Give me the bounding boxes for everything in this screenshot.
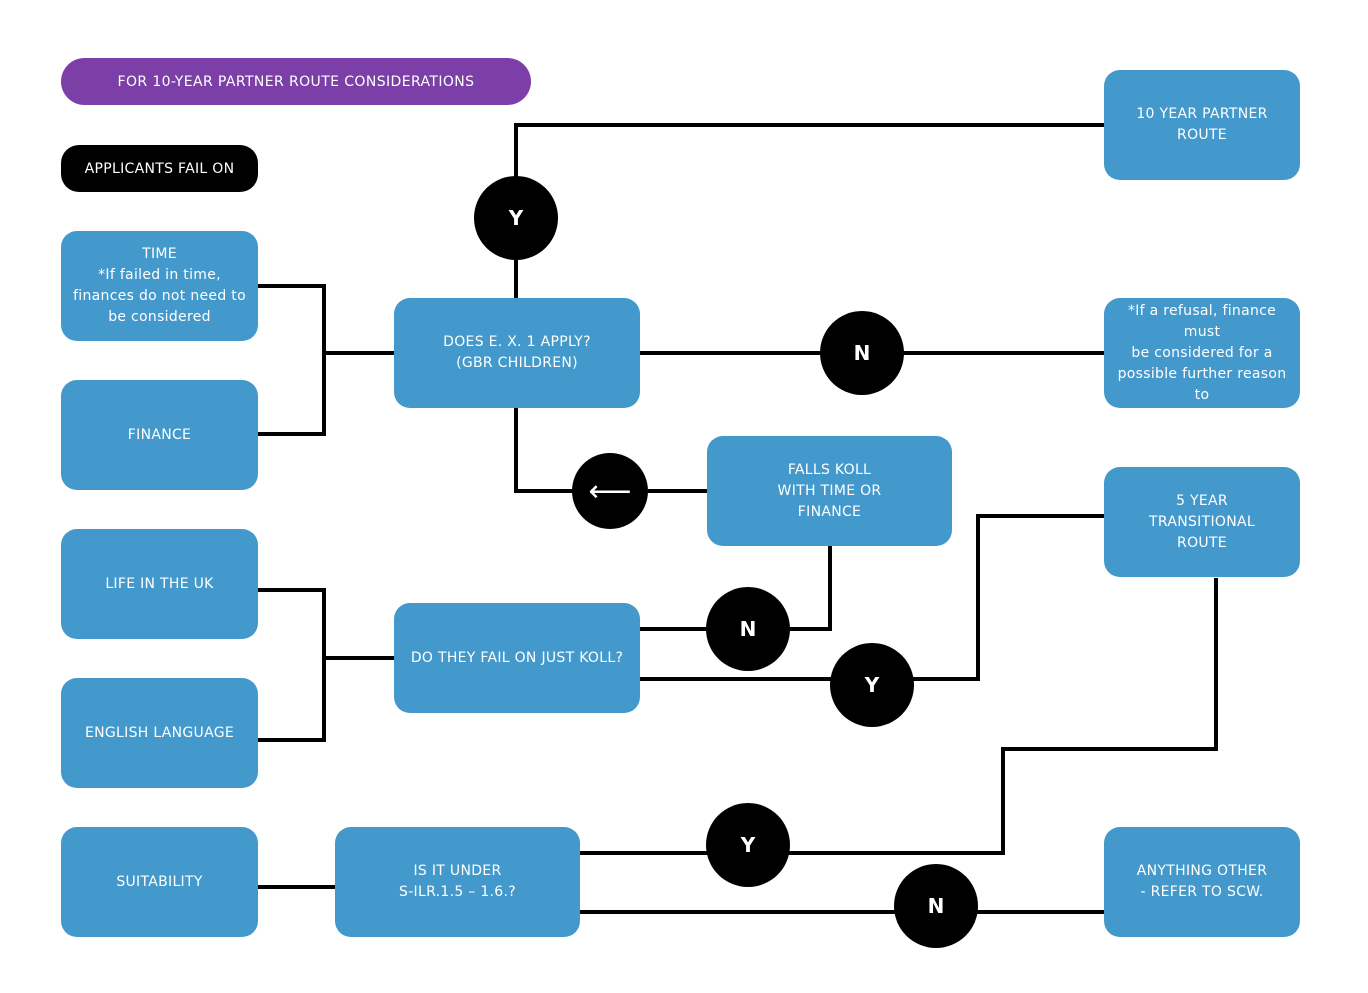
- time-note-3: be considered: [108, 309, 211, 325]
- time-note-1: *If failed in time,: [98, 267, 221, 283]
- five-year-line-1: 5 YEAR: [1176, 492, 1228, 509]
- other-line-1: ANYTHING OTHER: [1136, 863, 1268, 879]
- box-ex1-question: DOES E. X. 1 APPLY? (GBR CHILDREN): [394, 298, 640, 408]
- decision-ex1-yes: Y: [474, 176, 558, 260]
- time-label: TIME: [142, 246, 177, 262]
- falls-koll-line-1: FALLS KOLL: [787, 461, 872, 478]
- connector-fallskoll-n: [640, 546, 832, 631]
- decision-silr-yes: Y: [706, 803, 790, 887]
- box-five-year-route: 5 YEAR TRANSITIONAL ROUTE: [1104, 467, 1300, 577]
- koll-label: DO THEY FAIL ON JUST KOLL?: [410, 649, 624, 666]
- decision-silr-yes-label: Y: [740, 833, 756, 857]
- decision-ex1-yes-label: Y: [508, 206, 524, 230]
- box-ten-year-route: 10 YEAR PARTNER ROUTE: [1104, 70, 1300, 180]
- ex1-line-1: DOES E. X. 1 APPLY?: [443, 334, 591, 350]
- box-refusal: REFUSAL *If a refusal, finance must be c…: [1104, 282, 1300, 424]
- subtitle-pill: APPLICANTS FAIL ON: [61, 145, 258, 192]
- box-anything-other: ANYTHING OTHER - REFER TO SCW.: [1104, 827, 1300, 937]
- decision-ex1-no-label: N: [853, 341, 871, 365]
- box-time: TIME *If failed in time, finances do not…: [61, 231, 258, 341]
- decision-ex1-no: N: [820, 311, 904, 395]
- refusal-line-4: possible further reason to: [1117, 365, 1287, 403]
- five-year-line-3: ROUTE: [1177, 534, 1227, 551]
- connector-silr-yes: [580, 578, 1218, 855]
- connector-koll-yes: [640, 514, 1104, 681]
- box-english-language: ENGLISH LANGUAGE: [61, 678, 258, 788]
- refusal-line-5: refused.: [1172, 407, 1232, 424]
- suitability-label: SUITABILITY: [116, 873, 203, 890]
- connector-life-english: [258, 588, 326, 742]
- title-pill: FOR 10-YEAR PARTNER ROUTE CONSIDERATIONS: [61, 58, 531, 105]
- box-finance: FINANCE: [61, 380, 258, 490]
- refusal-line-2: *If a refusal, finance must: [1127, 302, 1277, 340]
- box-life-in-uk: LIFE IN THE UK: [61, 529, 258, 639]
- ex1-line-2: (GBR CHILDREN): [456, 355, 578, 371]
- finance-label: FINANCE: [127, 426, 192, 443]
- life-in-uk-label: LIFE IN THE UK: [105, 575, 214, 592]
- five-year-line-2: TRANSITIONAL: [1149, 513, 1255, 530]
- time-note-2: finances do not need to: [73, 288, 246, 304]
- box-falls-koll: FALLS KOLL WITH TIME OR FINANCE: [707, 436, 952, 546]
- box-suitability: SUITABILITY: [61, 827, 258, 937]
- decision-koll-no-label: N: [739, 617, 757, 641]
- decision-silr-no: N: [894, 864, 978, 948]
- connector-ex1-yes: [514, 123, 1104, 298]
- connector-time-finance: [258, 284, 326, 436]
- ten-year-line-1: 10 YEAR PARTNER: [1136, 106, 1268, 122]
- title-text: FOR 10-YEAR PARTNER ROUTE CONSIDERATIONS: [117, 73, 475, 90]
- decision-koll-yes: Y: [830, 643, 914, 727]
- english-language-label: ENGLISH LANGUAGE: [84, 724, 235, 741]
- falls-koll-line-2: WITH TIME OR: [777, 482, 882, 499]
- subtitle-text: APPLICANTS FAIL ON: [84, 160, 235, 177]
- decision-silr-no-label: N: [927, 894, 945, 918]
- refusal-line-3: be considered for a: [1131, 344, 1273, 361]
- box-silr-question: IS IT UNDER S-ILR.1.5 – 1.6.?: [335, 827, 580, 937]
- silr-line-1: IS IT UNDER: [413, 863, 502, 879]
- back-arrow-icon: ⟵: [588, 473, 632, 509]
- decision-koll-no: N: [706, 587, 790, 671]
- other-line-2: - REFER TO SCW.: [1140, 884, 1264, 900]
- decision-back-arrow: ⟵: [572, 453, 648, 529]
- box-koll-question: DO THEY FAIL ON JUST KOLL?: [394, 603, 640, 713]
- ten-year-line-2: ROUTE: [1177, 127, 1227, 143]
- silr-line-2: S-ILR.1.5 – 1.6.?: [399, 884, 516, 900]
- refusal-line-1: REFUSAL: [1169, 281, 1235, 298]
- decision-koll-yes-label: Y: [864, 673, 880, 697]
- falls-koll-line-3: FINANCE: [797, 503, 862, 520]
